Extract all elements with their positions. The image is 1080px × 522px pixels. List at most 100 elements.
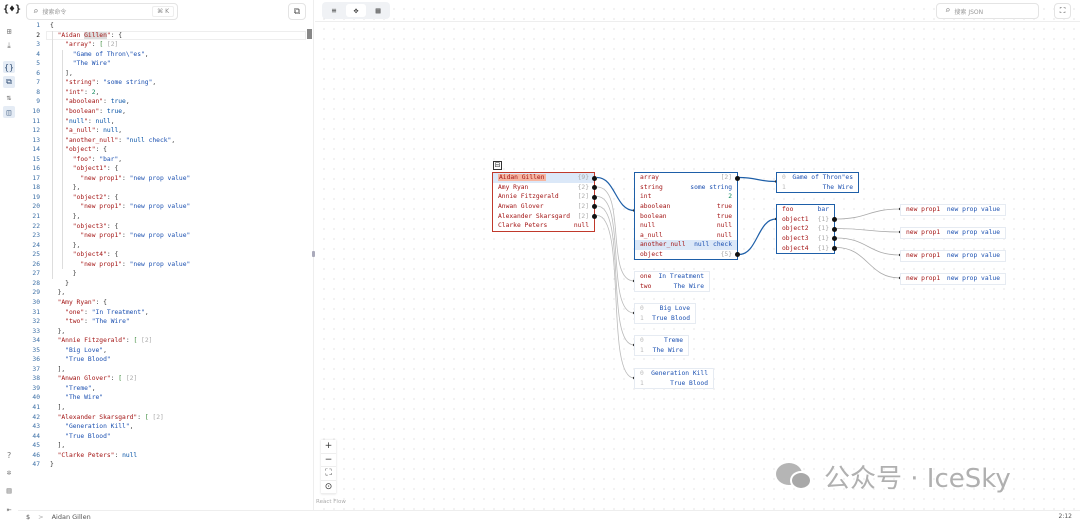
pane-resize-handle[interactable] [312,251,315,257]
source-handle[interactable] [832,217,837,223]
code-line[interactable]: "Anwan Glover": [ [2] [57,375,138,383]
node-row[interactable]: object2{1} [777,224,837,234]
source-handle[interactable] [592,175,597,181]
code-line[interactable]: "another_null": "null check", [65,136,176,144]
lock-button[interactable]: ⊙ [321,481,336,494]
code-line[interactable]: } [50,279,69,287]
react-flow-attribution[interactable]: React Flow [316,499,346,505]
fullscreen-button[interactable]: ⛶ [1054,3,1071,19]
code-line[interactable]: "boolean": true, [65,107,126,115]
nodes-icon[interactable]: ⧉ [3,76,15,88]
json-search-input[interactable]: 搜索 JSON [954,8,984,16]
code-line[interactable]: "string": "some string", [65,79,157,87]
code-line[interactable]: "Amy Ryan": { [57,298,107,306]
code-line[interactable]: }, [50,327,66,335]
code-line[interactable]: ], [50,404,66,411]
scrollbar-thumb[interactable] [307,29,312,39]
source-handle[interactable] [592,213,597,219]
code-line[interactable]: } [50,270,77,278]
code-line[interactable]: "object4": { [72,251,119,259]
source-handle[interactable] [832,236,837,242]
source-handle[interactable] [832,245,837,251]
code-line[interactable]: "new prop1": "new prop value" [80,232,191,240]
node-row[interactable]: object3{1} [777,234,837,244]
collapse-node-button[interactable]: ⊟ [493,161,502,170]
node-row[interactable]: object{5} [635,250,740,260]
breadcrumb-item[interactable]: Aidan Gillen [51,512,91,521]
file-add-icon[interactable]: ⊞ [6,26,12,36]
text-view-button[interactable]: ≡ [331,6,337,15]
breadcrumb-root[interactable]: $ [26,512,31,521]
help-icon[interactable]: ? [6,450,12,460]
code-line[interactable]: { [50,22,54,29]
code-line[interactable]: "Generation Kill", [65,423,134,431]
zoom-in-button[interactable]: + [321,440,336,454]
code-line[interactable]: "The Wire" [65,394,104,402]
chart-icon[interactable]: ▥ [6,485,12,495]
bug-icon[interactable]: ✲ [6,467,12,477]
source-handle[interactable] [735,252,740,258]
code-line[interactable]: "new prop1": "new prop value" [80,260,191,268]
node-row[interactable]: object1{1} [777,215,837,225]
code-line[interactable]: "one": "In Treatment", [65,308,149,316]
code-editor[interactable]: 1{2 "Aidan Gillen": {3 "array": [ [2]4 "… [18,21,314,483]
code-line[interactable]: "aboolean": true, [65,98,130,106]
code-line[interactable]: "a_null": null, [65,127,123,135]
code-line[interactable]: "object2": { [72,193,119,201]
code-line[interactable]: }, [50,184,81,192]
code-line[interactable]: "array": [ [2] [65,41,119,49]
download-icon[interactable]: ⤓ [7,41,11,50]
node-row[interactable]: Anwan Glover[2] [493,202,597,212]
code-line[interactable]: "The Wire" [72,60,111,68]
code-line[interactable]: "new prop1": "new prop value" [80,203,191,211]
code-line[interactable]: "Aidan Gillen": { [57,31,123,39]
code-line[interactable]: "Big Love", [65,346,107,354]
code-line[interactable]: "object": { [65,146,107,154]
code-line[interactable]: "object1": { [72,165,119,173]
sort-icon[interactable]: ⇅ [6,92,12,102]
node-row[interactable]: array[2] [635,173,740,183]
node-row[interactable]: object4{1} [777,243,837,253]
code-line[interactable]: "new prop1": "new prop value" [80,174,191,182]
code-line[interactable]: "True Blood" [65,432,111,440]
code-line[interactable]: ], [50,365,66,373]
zoom-out-button[interactable]: − [321,454,336,467]
copy-button[interactable]: ⧉ [288,3,306,20]
source-handle[interactable] [735,175,740,181]
source-handle[interactable] [592,194,597,200]
compare-icon[interactable]: ◫ [3,106,15,118]
code-line[interactable]: "foo": "bar", [72,155,123,163]
code-line[interactable]: "Annie Fitzgerald": [ [2] [57,337,153,345]
source-handle[interactable] [592,185,597,191]
code-line[interactable]: } [50,461,54,469]
braces-icon[interactable]: {} [3,61,15,73]
code-line[interactable]: ], [65,69,73,77]
